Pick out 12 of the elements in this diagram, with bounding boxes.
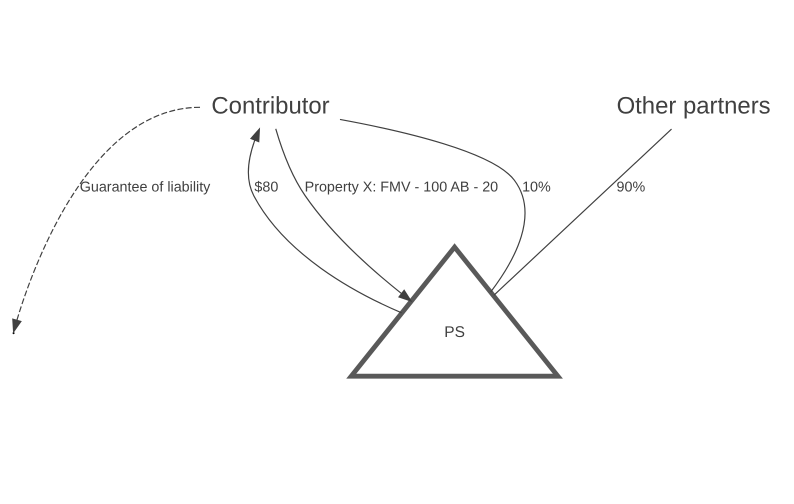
edge-label: Guarantee of liability [80,179,210,196]
arrow [275,128,412,302]
edge-label: Property X: FMV - 100 AB - 20 [304,179,498,196]
edge-label: 90% [616,179,646,196]
arrow [248,126,402,313]
arrow [12,106,200,334]
node-text: Contributor [211,92,330,119]
connector [493,128,672,296]
edge-label: 10% [522,179,551,196]
edge-label: $80 [254,179,278,196]
connector [340,118,526,292]
node-text: Other partners [616,92,771,119]
